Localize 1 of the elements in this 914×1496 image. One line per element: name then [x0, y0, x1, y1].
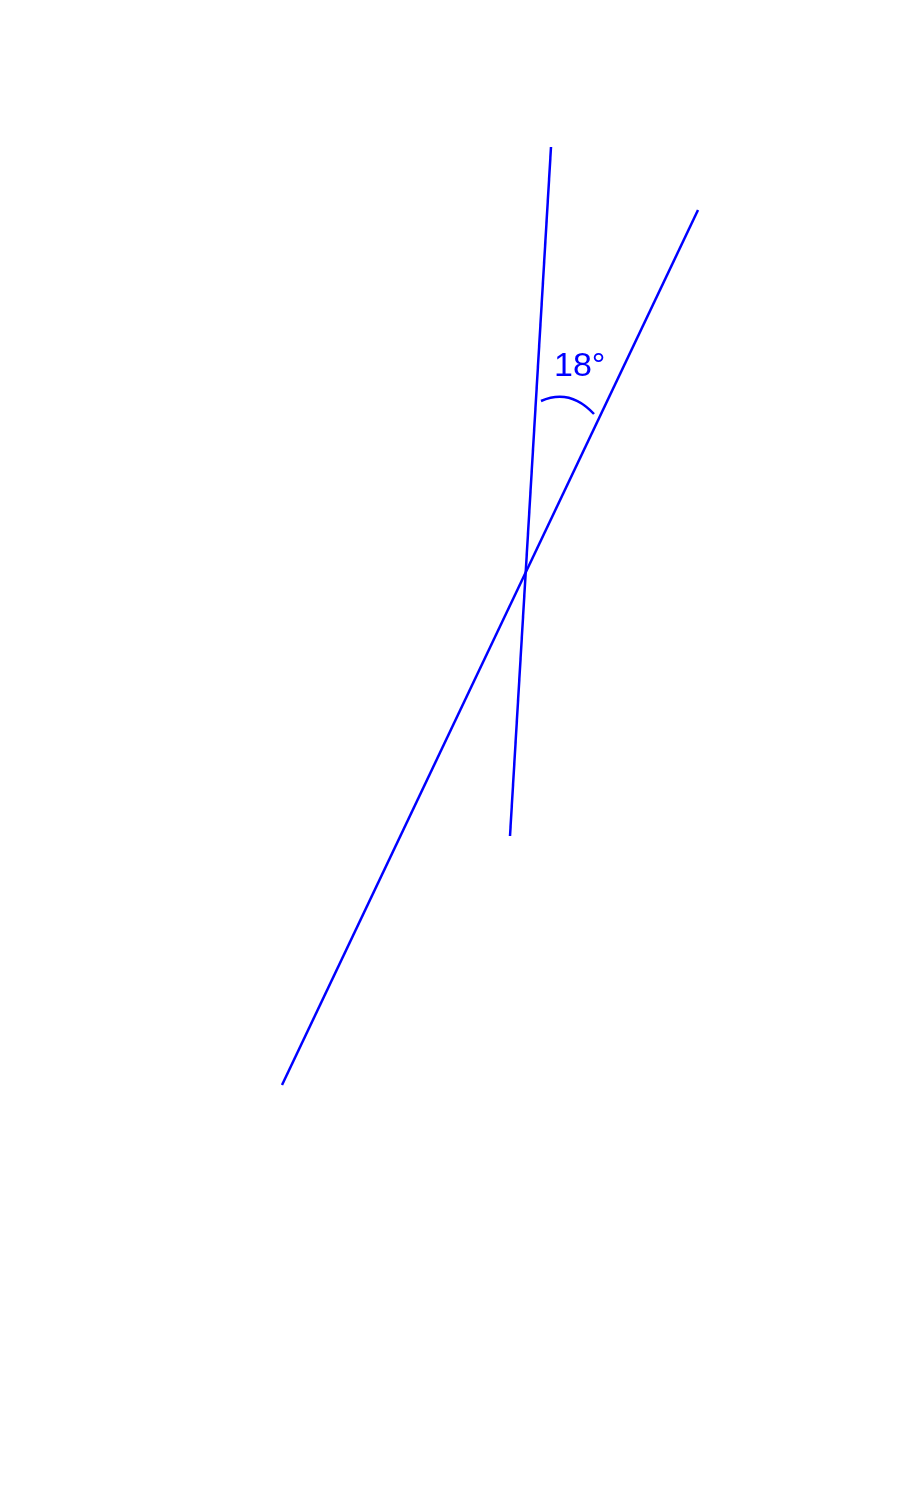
angle-label: 18°	[554, 347, 606, 381]
